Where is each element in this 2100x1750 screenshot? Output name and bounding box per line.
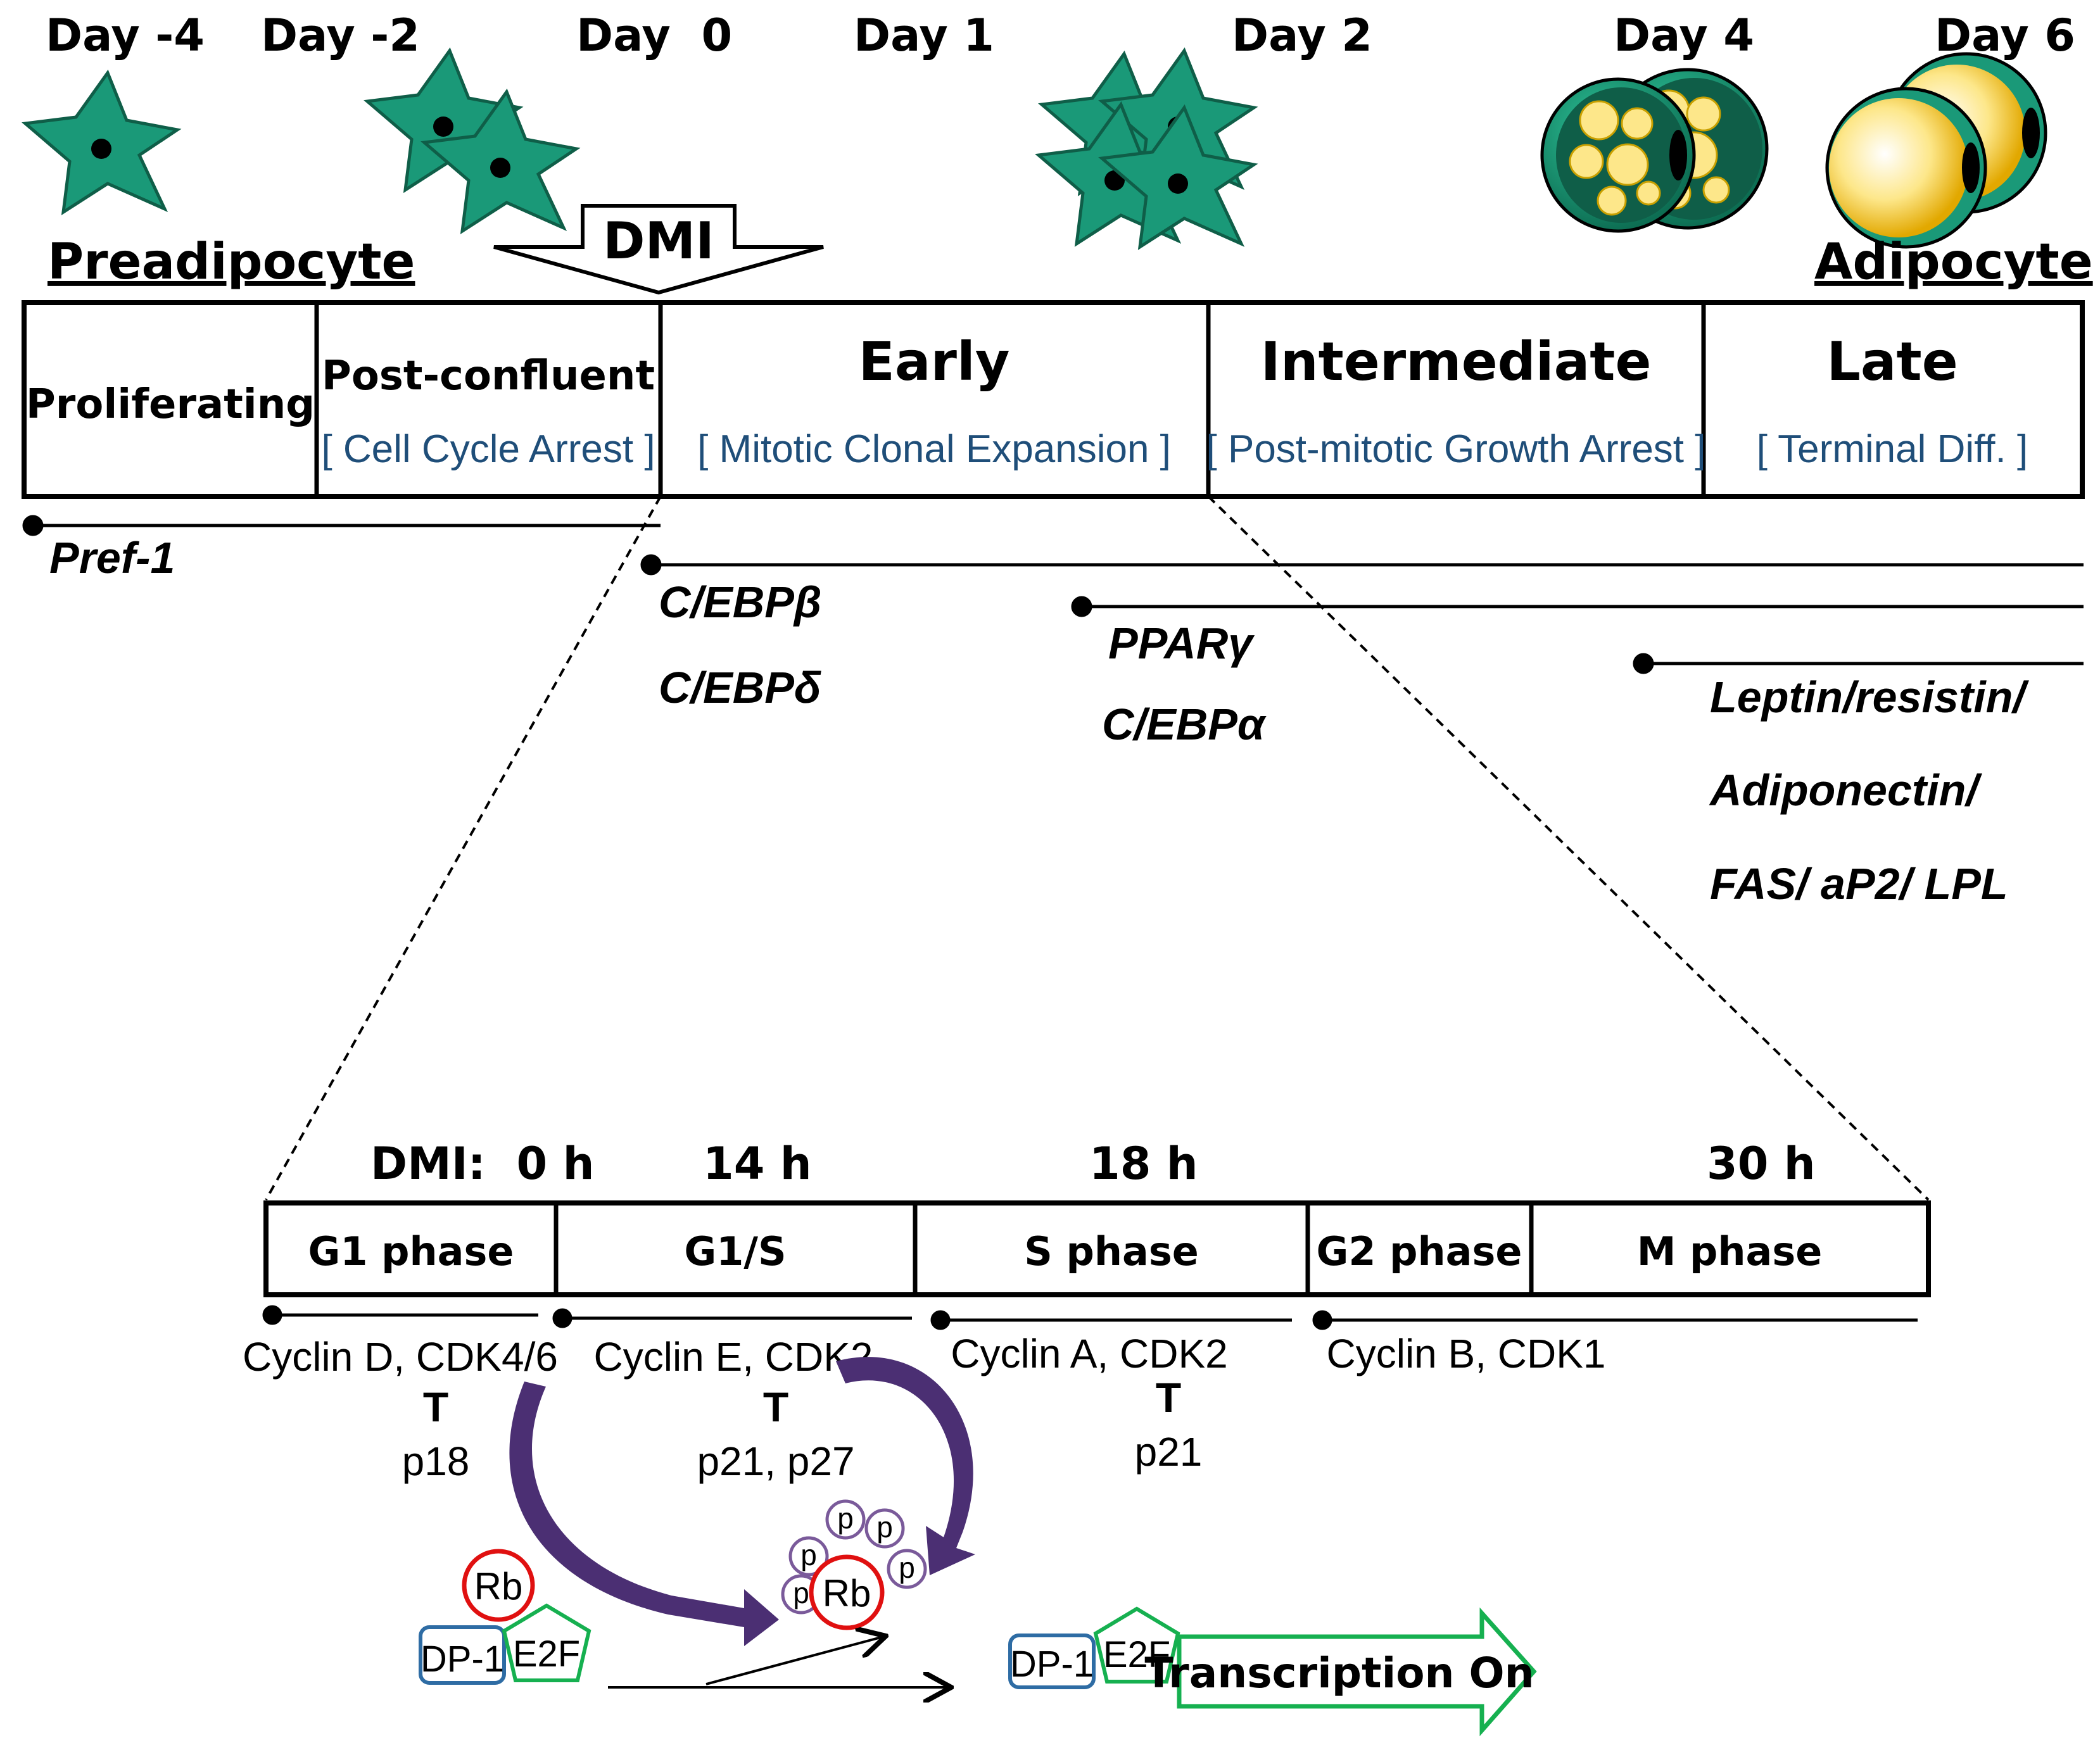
regulator-labels: Cyclin D, CDK4/6 T p18 Cyclin E, CDK2 T …: [243, 1331, 1605, 1484]
cyclin-label: Cyclin D, CDK4/6: [243, 1334, 558, 1380]
curved-arrow-icon: [509, 1382, 779, 1646]
marker-labels: Pref-1 C/EBPβ C/EBPδ PPARγ C/EBPα Leptin…: [49, 533, 2029, 909]
inhibit-symbol: T: [1156, 1374, 1181, 1421]
mature-adipocytes-icon: [1825, 52, 2047, 249]
marker-cebpb: C/EBPβ: [659, 577, 821, 627]
stage-name: Proliferating: [26, 381, 315, 428]
marker-cebpd: C/EBPδ: [659, 663, 821, 712]
clonal-expansion-cells-icon: [1035, 47, 1258, 250]
phase-label: G1 phase: [308, 1228, 514, 1275]
phospho-label: p: [899, 1551, 915, 1584]
day-label: Day -4: [46, 9, 205, 61]
e2f-label: E2F: [513, 1634, 580, 1675]
phospho-label: p: [876, 1511, 893, 1544]
transcription-label: Transcription On: [1144, 1649, 1534, 1697]
zoom-lines: [265, 495, 1930, 1201]
preadipocyte-cell-icon: [22, 69, 182, 215]
dp1-label: DP-1: [421, 1639, 504, 1680]
dp1-label: DP-1: [1010, 1644, 1094, 1685]
day-label: Day -2: [261, 9, 420, 61]
day-label: Day 4: [1614, 9, 1754, 61]
day-labels: Day -4 Day -2 Day 0 Day 1 Day 2 Day 4 Da…: [46, 9, 2075, 61]
time-label: 18 h: [1089, 1138, 1198, 1190]
phospho-rb: p p p p p Rb: [781, 1499, 927, 1630]
phase-label: S phase: [1024, 1228, 1199, 1275]
regulator-lines: [262, 1305, 1918, 1330]
stage-sublabel: [ Terminal Diff. ]: [1757, 427, 2028, 471]
marker-late-3: FAS/ aP2/ LPL: [1710, 859, 2008, 909]
marker-late-2: Adiponectin/: [1709, 765, 1982, 815]
transcription-arrow-icon: [1177, 1607, 1537, 1737]
marker-late-1: Leptin/resistin/: [1710, 672, 2029, 722]
stage-sublabel: [ Mitotic Clonal Expansion ]: [697, 427, 1171, 471]
dmi-label: DMI: [603, 211, 714, 270]
marker-pparg: PPARγ: [1108, 619, 1255, 668]
dp1-box-icon: [1008, 1634, 1096, 1689]
time-label: 14 h: [703, 1138, 812, 1190]
marker-pref1: Pref-1: [49, 533, 175, 582]
rb-circle-icon: [809, 1554, 885, 1630]
rb-e2f-complex: Rb DP-1 E2F: [419, 1549, 591, 1685]
inhibitor-label: p21, p27: [697, 1438, 854, 1484]
phase-table: G1 phase G1/S S phase G2 phase M phase: [263, 1200, 1931, 1297]
e2f-label: E2F: [1103, 1634, 1170, 1675]
transcription-complex: DP-1 E2F Transcription On: [1008, 1606, 1537, 1737]
dmi-arrow: DMI: [493, 204, 824, 295]
cyclin-label: Cyclin E, CDK2: [594, 1334, 873, 1380]
stage-name: Early: [858, 330, 1009, 393]
phospho-label: p: [800, 1539, 817, 1571]
inhibit-symbol: T: [423, 1383, 448, 1430]
day-label: Day 2: [1232, 9, 1372, 61]
time-label: DMI: 0 h: [370, 1138, 594, 1190]
inhibit-symbol: T: [763, 1383, 788, 1430]
stage-name: Post-confluent: [322, 353, 655, 400]
phosphorylation-arrows: [509, 1357, 975, 1646]
rb-circle-icon: [462, 1549, 535, 1622]
marker-cebpa: C/EBPα: [1102, 700, 1267, 749]
phospho-label: p: [837, 1502, 854, 1535]
phase-label: G2 phase: [1317, 1228, 1522, 1275]
adipocyte-label: Adipocyte: [1814, 234, 2093, 291]
day-label: Day 1: [854, 9, 994, 61]
stage-sublabel: [ Post-mitotic Growth Arrest ]: [1206, 427, 1706, 471]
curved-arrow-icon: [836, 1357, 975, 1575]
marker-lines: [22, 515, 2084, 674]
phase-label: G1/S: [684, 1228, 786, 1275]
phospho-label: p: [793, 1577, 809, 1609]
time-label: 30 h: [1707, 1138, 1816, 1190]
release-arrows: [608, 1637, 949, 1687]
rb-label: Rb: [823, 1572, 871, 1615]
lipid-droplet-cells-icon: [1540, 68, 1769, 233]
day-label: Day 0: [576, 9, 732, 61]
e2f-pentagon-icon: [1093, 1606, 1180, 1684]
stage-name: Intermediate: [1261, 330, 1652, 393]
e2f-pentagon-icon: [502, 1603, 591, 1682]
cyclin-label: Cyclin A, CDK2: [951, 1331, 1227, 1376]
confluent-cells-icon: [364, 47, 581, 234]
stage-table: Proliferating Post-confluent [ Cell Cycl…: [22, 300, 2085, 499]
rb-label: Rb: [474, 1565, 523, 1608]
stage-name: Late: [1826, 330, 1958, 393]
inhibitor-label: p21: [1135, 1429, 1203, 1475]
cell-cycle-times: DMI: 0 h 14 h 18 h 30 h: [370, 1138, 1816, 1190]
dp1-box-icon: [419, 1625, 506, 1685]
inhibitor-label: p18: [402, 1438, 470, 1484]
stage-sublabel: [ Cell Cycle Arrest ]: [321, 427, 655, 471]
preadipocyte-label: Preadipocyte: [47, 234, 415, 291]
cyclin-label: Cyclin B, CDK1: [1327, 1331, 1606, 1376]
phase-label: M phase: [1637, 1228, 1823, 1275]
cell-illustrations: [22, 47, 2047, 250]
